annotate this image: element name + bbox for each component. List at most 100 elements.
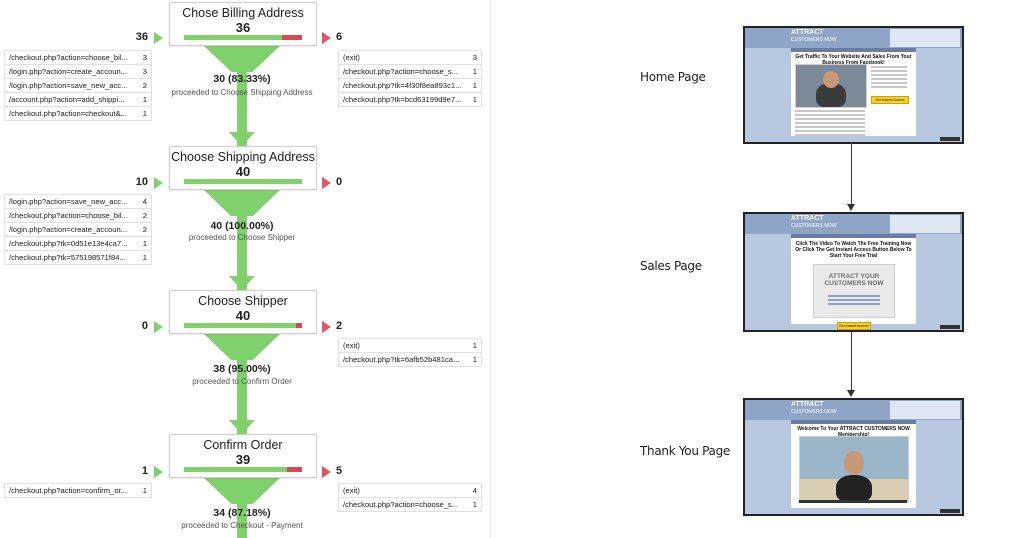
proceed-label: proceeded to Choose Shipping Address — [171, 88, 313, 97]
source-count: 1 — [142, 253, 147, 262]
exit-destinations-list: (exit)4 /checkout.php?action=choose_s...… — [338, 483, 482, 512]
exit-arrow-icon — [322, 32, 331, 44]
exits-count: 0 — [336, 176, 343, 188]
exit-url: /checkout.php?tk=bcd63199d9e7... — [343, 95, 462, 104]
exits-count: 6 — [336, 31, 343, 43]
exit-row[interactable]: (exit)4 — [338, 484, 482, 498]
exit-count: 1 — [472, 81, 477, 90]
stage-title: Choose Shipping Address — [171, 150, 315, 164]
source-row[interactable]: /login.php?action=create_accoun...2 — [4, 223, 152, 237]
source-url: /checkout.php?tk=575198571f84... — [9, 253, 126, 262]
thumb-body: Welcome To Your ATTRACT CUSTOMERS NOW Me… — [791, 424, 916, 508]
entrance-sources-list: /checkout.php?action=choose_bil...3 /log… — [4, 50, 152, 121]
funnel-narrowing-shape — [204, 190, 280, 216]
stage-progress-fill — [184, 323, 297, 328]
funnel-down-arrow-icon — [229, 420, 255, 434]
funnel-stage-chose-billing-address[interactable]: Chose Billing Address 36 — [169, 2, 317, 46]
thumb-presenter — [836, 475, 872, 501]
exit-count: 1 — [472, 95, 477, 104]
source-url: /checkout.php?action=checkout&... — [9, 109, 127, 118]
exit-count: 1 — [472, 341, 477, 350]
entrance-arrow-icon — [154, 32, 163, 44]
exit-url: (exit) — [343, 53, 360, 62]
source-url: /login.php?action=save_new_acc... — [9, 197, 128, 206]
exit-row[interactable]: /checkout.php?action=choose_s... 1 — [338, 498, 482, 512]
flow-connector — [851, 330, 852, 390]
entrances-count: 10 — [135, 176, 148, 188]
exit-url: /checkout.php?action=choose_s... — [343, 500, 459, 509]
source-row[interactable]: /checkout.php?action=choose_bil...3 — [4, 51, 152, 65]
exit-row[interactable]: (exit)1 — [338, 339, 482, 353]
thumb-video: ATTRACT YOUR CUSTOMERS NOW — [813, 264, 895, 318]
exit-count: 1 — [472, 500, 477, 509]
flow-arrow-icon — [847, 204, 855, 211]
proceed-percentage: 40 (100.00%) — [210, 220, 274, 232]
source-row[interactable]: /login.php?action=save_new_acc... 4 — [4, 195, 152, 209]
thumb-video-controls — [799, 500, 907, 503]
source-row[interactable]: /login.php?action=create_accoun... 3 — [4, 65, 152, 79]
stage-progress-fill — [184, 179, 302, 184]
thumb-nav — [791, 234, 916, 238]
thumb-heading: Click The Video To Watch The Free Traini… — [795, 241, 912, 259]
source-url: /checkout.php?action=confirm_or... — [9, 486, 127, 495]
funnel-narrowing-shape — [204, 46, 280, 72]
source-count: 4 — [142, 197, 147, 206]
funnel-flow-shaft — [237, 504, 247, 538]
source-url: /login.php?action=create_accoun... — [9, 67, 127, 76]
thumb-text-lines — [871, 66, 907, 90]
source-row[interactable]: /checkout.php?tk=0d51e13e4ca7...1 — [4, 237, 152, 251]
funnel-stage-choose-shipping-address[interactable]: Choose Shipping Address 40 — [169, 146, 317, 190]
exit-row[interactable]: /checkout.php?tk=6afb52b481ca...1 — [338, 353, 482, 367]
page-label-thank-you: Thank You Page — [640, 444, 731, 458]
thumb-nav — [791, 48, 916, 52]
thumb-presenter-face — [844, 451, 864, 475]
exit-row[interactable]: /checkout.php?tk=4f30f8ea893c1... 1 — [338, 79, 482, 93]
exit-arrow-icon — [322, 321, 331, 333]
exit-row[interactable]: (exit)3 — [338, 51, 482, 65]
funnel-narrowing-shape — [204, 478, 280, 504]
source-row[interactable]: /checkout.php?tk=575198571f84... 1 — [4, 251, 152, 265]
source-url: /checkout.php?action=choose_bil... — [9, 53, 128, 62]
thumb-heading: Get Traffic To Your Website And Sales Fr… — [795, 54, 912, 66]
stage-progress-bar — [184, 323, 302, 328]
proceed-percentage: 30 (83.33%) — [213, 73, 271, 85]
flow-connector — [851, 142, 852, 204]
source-url: /checkout.php?tk=0d51e13e4ca7... — [9, 239, 128, 248]
stage-progress-bar — [184, 179, 302, 184]
funnel-stage-choose-shipper[interactable]: Choose Shipper 40 — [169, 290, 317, 334]
thumb-banner — [890, 215, 960, 233]
entrances-count: 1 — [141, 465, 148, 477]
funnel-down-arrow-icon — [229, 132, 255, 146]
source-count: 3 — [142, 67, 147, 76]
funnel-graphic — [204, 46, 280, 538]
proceed-label: proceeded to Confirm Order — [192, 377, 292, 386]
source-row[interactable]: /checkout.php?action=confirm_or... 1 — [4, 484, 152, 498]
source-url: /checkout.php?action=choose_bil... — [9, 211, 128, 220]
exit-url: /checkout.php?tk=4f30f8ea893c1... — [343, 81, 462, 90]
source-url: /account.php?action=add_shippi... — [9, 95, 125, 104]
stage-title: Confirm Order — [203, 438, 283, 452]
entrance-arrow-icon — [154, 177, 163, 189]
exit-row[interactable]: /checkout.php?action=choose_s...1 — [338, 65, 482, 79]
funnel-flow-shaft — [237, 72, 247, 164]
exit-url: (exit) — [343, 486, 360, 495]
source-count: 1 — [142, 486, 147, 495]
stage-progress-bar — [184, 467, 302, 472]
source-row[interactable]: /checkout.php?action=checkout&...1 — [4, 107, 152, 121]
source-row[interactable]: /login.php?action=save_new_acc...2 — [4, 79, 152, 93]
exit-row[interactable]: /checkout.php?tk=bcd63199d9e7... 1 — [338, 93, 482, 107]
funnel-down-arrow-icon — [229, 276, 255, 290]
thumb-video — [799, 436, 909, 502]
exits-count: 2 — [336, 320, 343, 332]
source-row[interactable]: /checkout.php?action=choose_bil...2 — [4, 209, 152, 223]
funnel-stage-confirm-order[interactable]: Confirm Order 39 — [169, 434, 317, 478]
exit-count: 1 — [472, 67, 477, 76]
exit-arrow-icon — [322, 177, 331, 189]
source-url: /login.php?action=create_accoun... — [9, 225, 127, 234]
source-row[interactable]: /account.php?action=add_shippi...1 — [4, 93, 152, 107]
